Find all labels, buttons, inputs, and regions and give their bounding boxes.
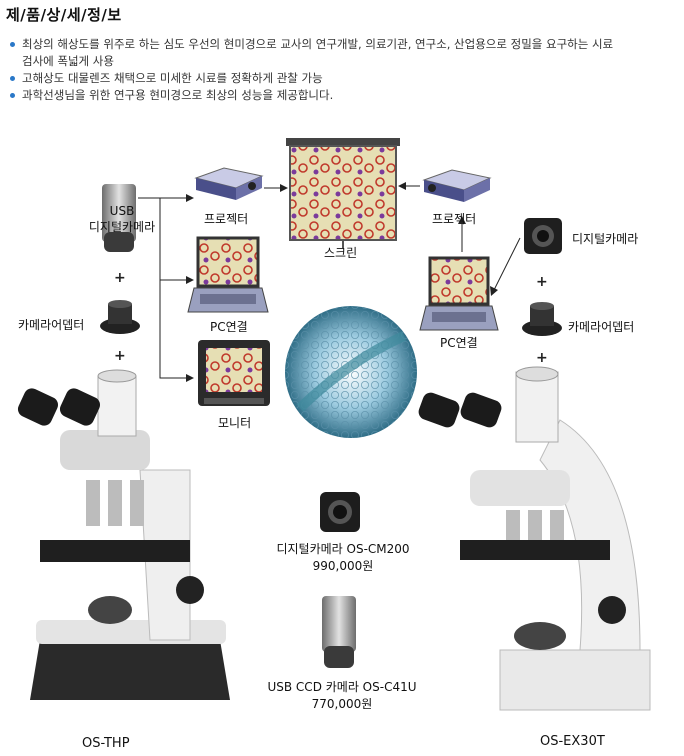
left-adapter-label: 카메라어뎁터 — [18, 318, 85, 332]
right-camera-label: 디지털카메라 — [572, 232, 639, 246]
right-adapter-label: 카메라어뎁터 — [568, 320, 635, 334]
camera-os-c41u-image — [322, 596, 356, 668]
bullet-icon — [10, 42, 15, 47]
digital-camera-right-image — [524, 218, 562, 254]
pc-left-label: PC연결 — [210, 320, 248, 334]
bullet-icon — [10, 76, 15, 81]
plus-sign: + — [536, 274, 548, 290]
projector-left-image — [194, 167, 264, 200]
camera-adapter-left-image — [100, 300, 140, 334]
projection-screen — [286, 138, 400, 248]
microscope-os-ex30t-image — [418, 366, 651, 711]
camera-adapter-right-image — [522, 302, 562, 336]
projector-left-label: 프로젝터 — [204, 212, 249, 226]
feature-item: 검사에 폭넓게 사용 — [22, 54, 114, 68]
tissue-micrograph — [285, 306, 417, 438]
camera-cm200-caption: 디지털카메라 OS-CM200 990,000원 — [276, 542, 410, 573]
feature-item: 과학선생님을 위한 연구용 현미경으로 최상의 성능을 제공합니다. — [8, 87, 680, 104]
projector-right-label: 프로젝터 — [432, 212, 477, 226]
laptop-right-image — [419, 256, 499, 331]
monitor-image — [198, 340, 270, 406]
left-connector-lines — [138, 184, 288, 382]
feature-item: 고해상도 대물렌즈 채택으로 미세한 시료를 정확하게 관찰 가능 — [8, 70, 680, 87]
feature-item: 최상의 해상도를 위주로 하는 심도 우선의 현미경으로 교사의 연구개발, 의… — [8, 36, 680, 53]
right-connector-lines — [398, 182, 521, 296]
microscope-os-thp-image — [17, 369, 230, 700]
left-camera-label: USB 디지털카메라 — [88, 204, 156, 234]
projector-right-image — [422, 169, 492, 202]
camera-c41u-caption: USB CCD 카메라 OS-C41U 770,000원 — [267, 680, 417, 711]
screen-label: 스크린 — [324, 246, 358, 260]
plus-sign: + — [114, 270, 126, 286]
plus-sign: + — [114, 348, 126, 364]
camera-os-cm200-image — [320, 492, 360, 532]
page-title: 제/품/상/세/정/보 — [6, 6, 122, 24]
microscope-left-name: OS-THP — [82, 736, 130, 751]
bullet-icon — [10, 93, 15, 98]
pc-right-label: PC연결 — [440, 336, 478, 350]
laptop-left-image — [187, 236, 269, 313]
plus-sign: + — [536, 350, 548, 366]
microscope-right-name: OS-EX30T — [540, 734, 605, 749]
feature-list: 최상의 해상도를 위주로 하는 심도 우선의 현미경으로 교사의 연구개발, 의… — [8, 36, 680, 104]
monitor-label: 모니터 — [218, 416, 252, 430]
usb-camera-left-image — [102, 184, 136, 252]
